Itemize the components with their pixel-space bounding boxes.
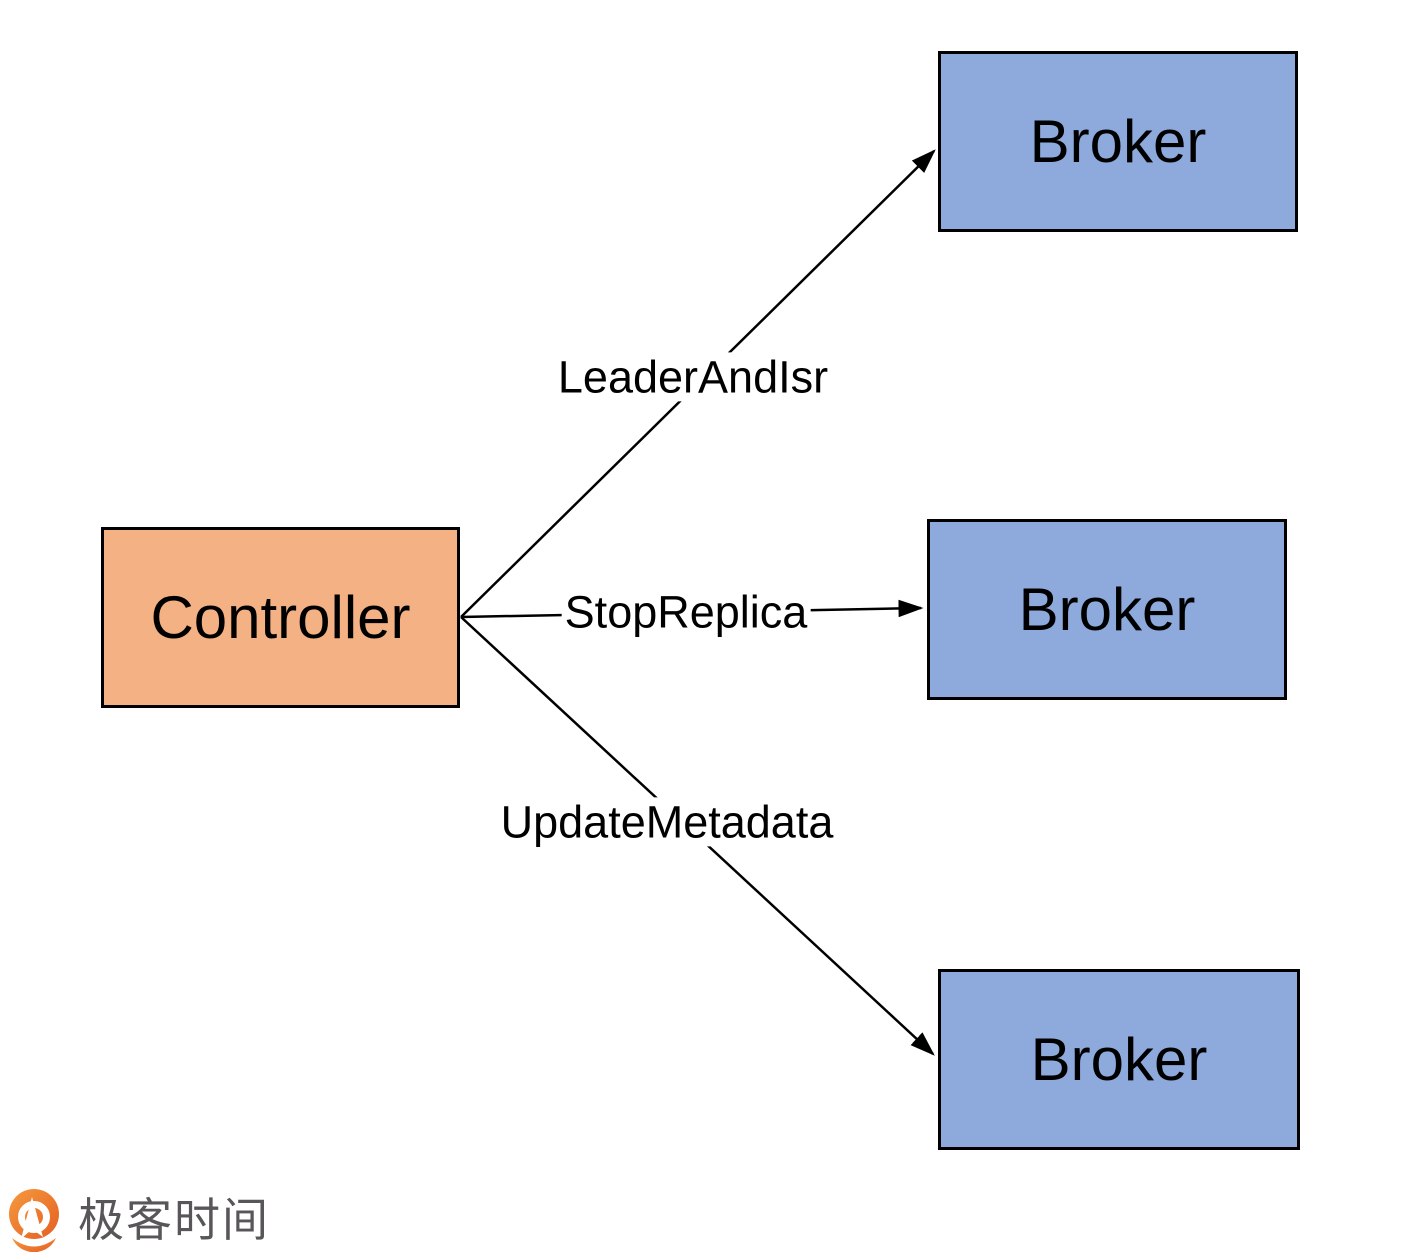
edge-label-updatemetadata: UpdateMetadata [497,797,837,847]
node-broker-middle: Broker [927,519,1287,700]
geektime-logo-icon [9,1189,59,1252]
edge-label-stopreplica: StopReplica [561,587,811,637]
geektime-logo-text: 极客时间 [78,1194,270,1246]
node-controller: Controller [101,527,460,708]
node-broker-middle-label: Broker [1018,575,1196,643]
node-broker-top: Broker [938,51,1298,232]
node-controller-label: Controller [150,583,411,651]
node-broker-bottom: Broker [938,969,1300,1150]
node-broker-bottom-label: Broker [1030,1025,1208,1093]
edge-label-leaderandisr: LeaderAndIsr [554,352,832,402]
node-broker-top-label: Broker [1029,107,1207,175]
footer-logo: 极客时间 [2,1188,270,1252]
